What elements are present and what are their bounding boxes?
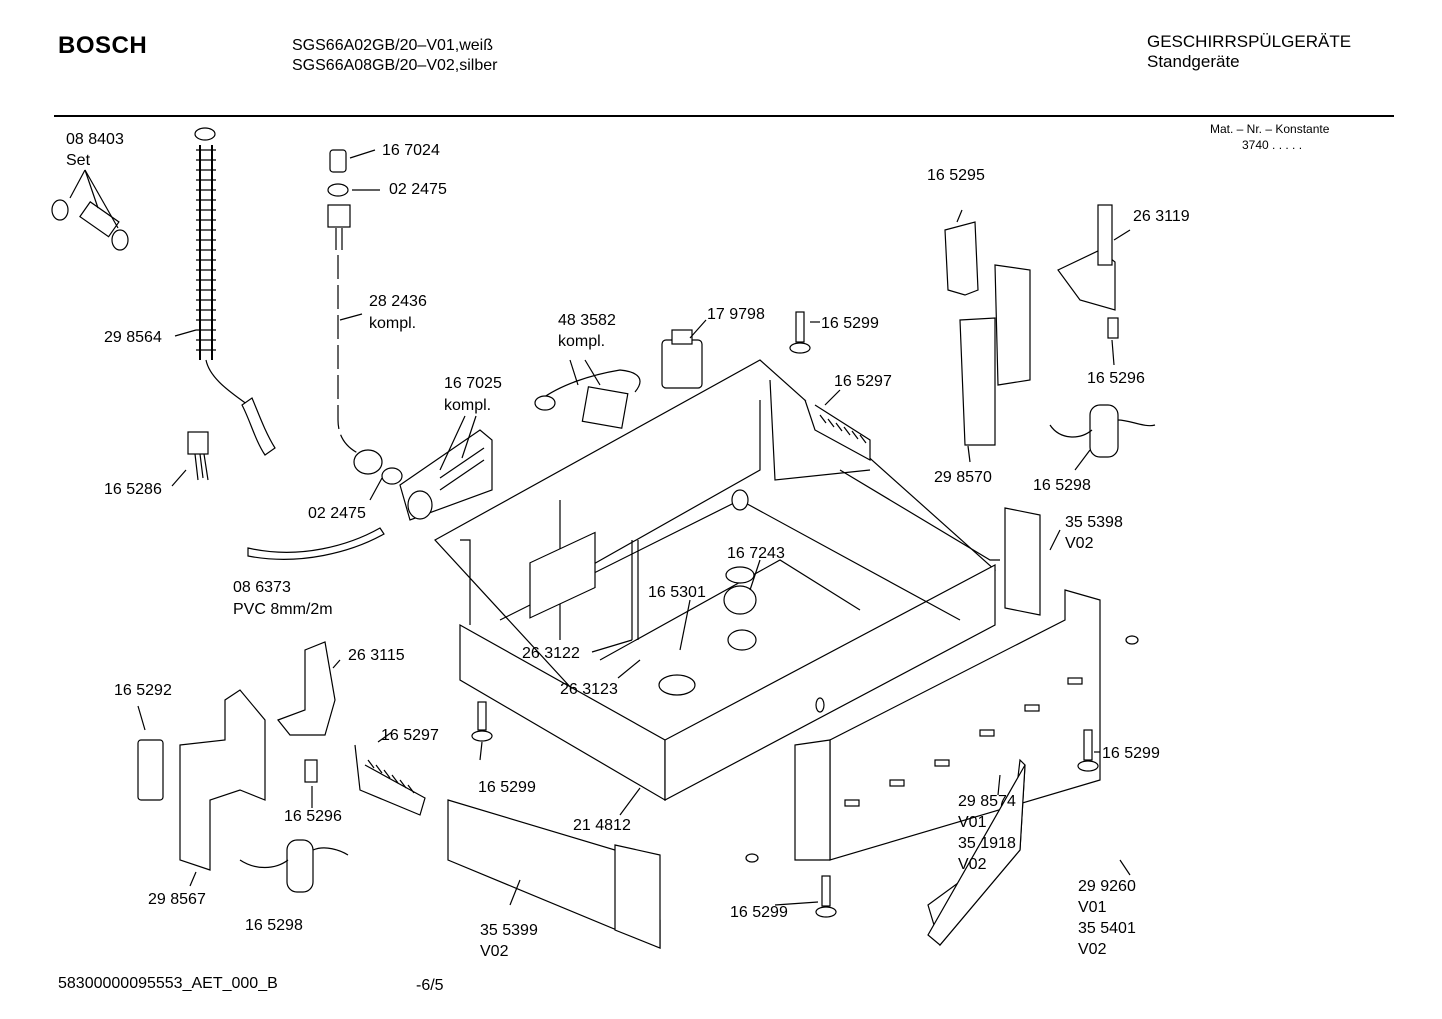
material-number-value: 3740 . . . . .	[1242, 138, 1303, 152]
part-label-165299-top: 16 5299	[821, 315, 879, 332]
part-label-167243: 16 7243	[727, 545, 785, 562]
document-id: 58300000095553_AET_000_B	[58, 975, 278, 992]
part-note-167025: kompl.	[444, 397, 491, 414]
part-label-165299-right: 16 5299	[1102, 745, 1160, 762]
part-note-088403: Set	[66, 152, 91, 169]
part-label-355401: 35 5401	[1078, 920, 1136, 937]
header-divider	[54, 115, 1394, 117]
side-panel-left-drawing	[447, 799, 661, 949]
part-label-263122: 26 3122	[522, 645, 580, 662]
page-number: -6/5	[416, 977, 444, 994]
inlet-hose-drawing	[327, 149, 403, 501]
part-label-263115: 26 3115	[348, 647, 405, 664]
part-label-086373: 08 6373	[233, 579, 291, 596]
part-label-165301: 16 5301	[648, 584, 706, 601]
part-label-263119: 26 3119	[1133, 208, 1190, 225]
part-label-022475-bottom: 02 2475	[308, 505, 366, 522]
brand-logo: BOSCH	[58, 32, 148, 59]
part-label-167024: 16 7024	[382, 142, 440, 159]
material-number-label: Mat. – Nr. – Konstante	[1210, 122, 1330, 136]
bracket-right-drawing	[944, 204, 1131, 463]
part-label-165296-right: 16 5296	[1087, 370, 1145, 387]
switch-sensor-right-drawing	[1049, 404, 1156, 471]
spring-right-drawing	[804, 389, 871, 462]
part-note-355398: V02	[1065, 535, 1094, 552]
part-label-298564: 29 8564	[104, 329, 162, 346]
part-label-165298-right: 16 5298	[1033, 477, 1091, 494]
part-note-282436: kompl.	[369, 315, 416, 332]
part-label-165297-right: 16 5297	[834, 373, 892, 390]
material-number-block: Mat. – Nr. – Konstante 3740 . . . . .	[1210, 121, 1329, 153]
part-label-355398: 35 5398	[1065, 514, 1123, 531]
model-line-2: SGS66A08GB/20–V02,silber	[292, 57, 498, 74]
leader-lines	[174, 149, 1100, 906]
product-category: GESCHIRRSPÜLGERÄTE Standgeräte	[1147, 32, 1351, 72]
part-label-282436: 28 2436	[369, 293, 427, 310]
model-list: SGS66A02GB/20–V01,weiß SGS66A08GB/20–V02…	[292, 36, 497, 76]
part-label-483582: 48 3582	[558, 312, 616, 329]
base-tray-drawing	[434, 359, 1000, 802]
foot-screw-top-drawing	[789, 311, 820, 354]
part-label-165286: 16 5286	[104, 481, 162, 498]
cable-harness-drawing	[534, 359, 641, 429]
part-note-298574: V01	[958, 814, 987, 831]
part-note-355401: V02	[1078, 941, 1107, 958]
bracket-left-drawing	[137, 641, 426, 893]
foot-screws-right-drawing	[471, 701, 1099, 918]
part-label-299260: 29 9260	[1078, 878, 1136, 895]
part-label-298570: 29 8570	[934, 469, 992, 486]
part-label-165298-left: 16 5298	[245, 917, 303, 934]
part-label-167025: 16 7025	[444, 375, 502, 392]
part-label-165292: 16 5292	[114, 682, 172, 699]
part-label-351918: 35 1918	[958, 835, 1016, 852]
hose-clamp-set-drawing	[51, 169, 129, 251]
part-label-214812: 21 4812	[573, 817, 631, 834]
pvc-tube-drawing	[247, 527, 385, 560]
part-note-086373: PVC 8mm/2m	[233, 601, 333, 618]
part-label-165297-left: 16 5297	[381, 727, 439, 744]
part-label-298574: 29 8574	[958, 793, 1016, 810]
part-note-355399: V02	[480, 943, 509, 960]
part-label-263123: 26 3123	[560, 681, 618, 698]
part-label-179798: 17 9798	[707, 306, 765, 323]
part-label-355399: 35 5399	[480, 922, 538, 939]
part-label-165299-center: 16 5299	[478, 779, 536, 796]
category-line-2: Standgeräte	[1147, 52, 1240, 71]
side-panel-right-drawing	[1004, 507, 1061, 616]
model-line-1: SGS66A02GB/20–V01,weiß	[292, 37, 494, 54]
part-label-165295: 16 5295	[927, 167, 985, 184]
category-line-1: GESCHIRRSPÜLGERÄTE	[1147, 32, 1352, 51]
drain-hose-drawing	[194, 127, 276, 456]
part-note-483582: kompl.	[558, 333, 605, 350]
part-label-298567: 29 8567	[148, 891, 206, 908]
hose-clip-drawing	[171, 431, 209, 487]
part-label-088403: 08 8403	[66, 131, 124, 148]
part-note-351918: V02	[958, 856, 987, 873]
front-kick-panel-drawing	[794, 589, 1139, 861]
float-switch-drawing	[661, 319, 707, 389]
part-note-299260: V01	[1078, 899, 1107, 916]
aquastop-valve-drawing	[399, 415, 493, 521]
part-label-022475-top: 02 2475	[389, 181, 447, 198]
plinth-strip-drawing	[927, 758, 1131, 947]
part-label-165299-bottom: 16 5299	[730, 904, 788, 921]
part-label-165296-left: 16 5296	[284, 808, 342, 825]
